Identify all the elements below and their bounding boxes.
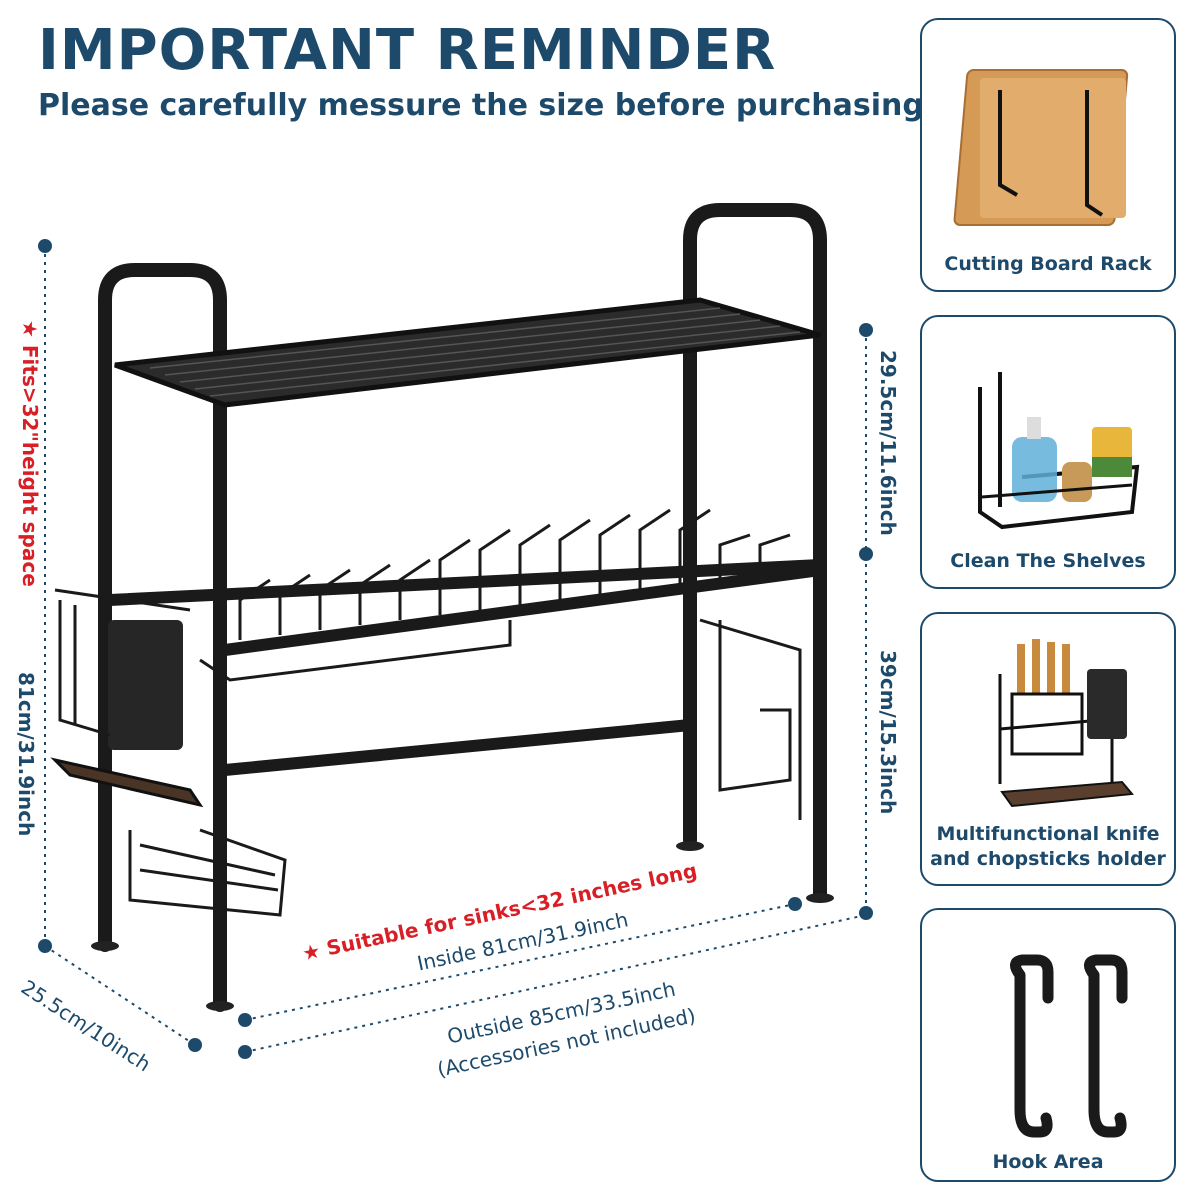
page-subtitle: Please carefully messure the size before… <box>38 88 924 123</box>
top-tier-height-label: 29.5cm/11.6inch <box>876 350 900 536</box>
rack-feet <box>91 841 834 1011</box>
cutting-board-rack-icon <box>953 69 1129 226</box>
feature-card-cutting-board: Cutting Board Rack <box>920 18 1176 292</box>
top-shelf <box>114 297 821 408</box>
lower-tier-height-label: 39cm/15.3inch <box>876 650 900 815</box>
total-height-label: 81cm/31.9inch <box>14 672 38 837</box>
feature-label: Hook Area <box>992 1151 1104 1173</box>
feature-label: Multifunctional knife <box>936 823 1160 845</box>
feature-card-hooks: Hook Area <box>920 908 1176 1182</box>
feature-card-knife-holder: Multifunctional knife and chopsticks hol… <box>920 612 1176 886</box>
hooks-icon <box>1010 954 1128 1138</box>
knife-holder-icon <box>998 639 1134 808</box>
fits-height-label: ★ Fits>32"height space <box>18 320 42 587</box>
dimension-lines <box>44 246 867 1053</box>
feature-card-clean-shelves: Clean The Shelves <box>920 315 1176 589</box>
feature-label: Clean The Shelves <box>950 550 1146 572</box>
sponge-basket-icon <box>978 372 1140 530</box>
feature-label: Cutting Board Rack <box>944 253 1152 275</box>
dish-rack-illustration <box>38 203 873 1059</box>
dimension-dots <box>38 239 873 1059</box>
page-title: IMPORTANT REMINDER <box>38 18 777 83</box>
rack-frame <box>98 203 827 1012</box>
middle-shelf <box>104 559 826 776</box>
feature-label-line2: and chopsticks holder <box>930 848 1166 870</box>
left-caddy <box>50 588 287 917</box>
dish-wires <box>199 508 802 820</box>
